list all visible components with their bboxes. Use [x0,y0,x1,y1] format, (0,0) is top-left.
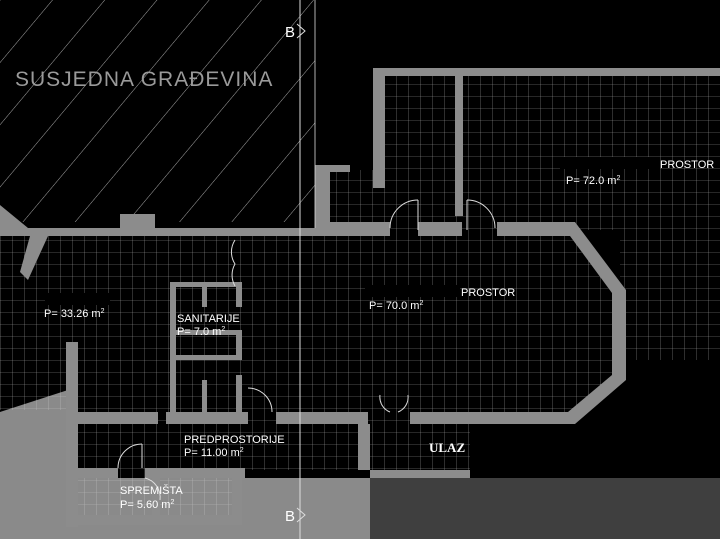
room-area: P= 72.0 m2 [566,175,620,187]
right-space-grid [380,72,720,230]
room-name: SANITARIJE [177,313,240,325]
ground-dark [370,478,720,539]
ground-slope [0,390,68,539]
interior-grid [0,230,620,525]
room-area: P= 7.0 m2 [177,326,225,338]
room-area: P= 33.26 m2 [44,308,105,320]
label-mask [560,157,660,169]
right-lower-grid [620,230,720,360]
doors [117,199,496,501]
label-mask [45,293,110,305]
section-arrow-bottom-icon [296,507,306,523]
room-area: P= 70.0 m2 [369,300,423,312]
room-name: PREDPROSTORIJE [184,434,285,446]
section-marker-top: B [285,24,295,41]
room-area: P= 11.00 m2 [184,447,244,459]
neighbor-building-hatch [0,0,315,222]
label-mask [365,285,460,297]
room-area: P= 5.60 m2 [120,499,174,511]
room-name: SPREMIŠTA [120,484,183,497]
room-name: PROSTOR [461,287,515,299]
small-room-grid [325,170,380,230]
neighbor-label: SUSJEDNA GRAĐEVINA [15,68,273,91]
walls [0,68,720,527]
section-marker-bottom: B [285,508,295,525]
section-arrow-top-icon [296,23,306,39]
entrance-label: ULAZ [429,440,465,455]
room-name: PROSTOR [660,159,714,171]
